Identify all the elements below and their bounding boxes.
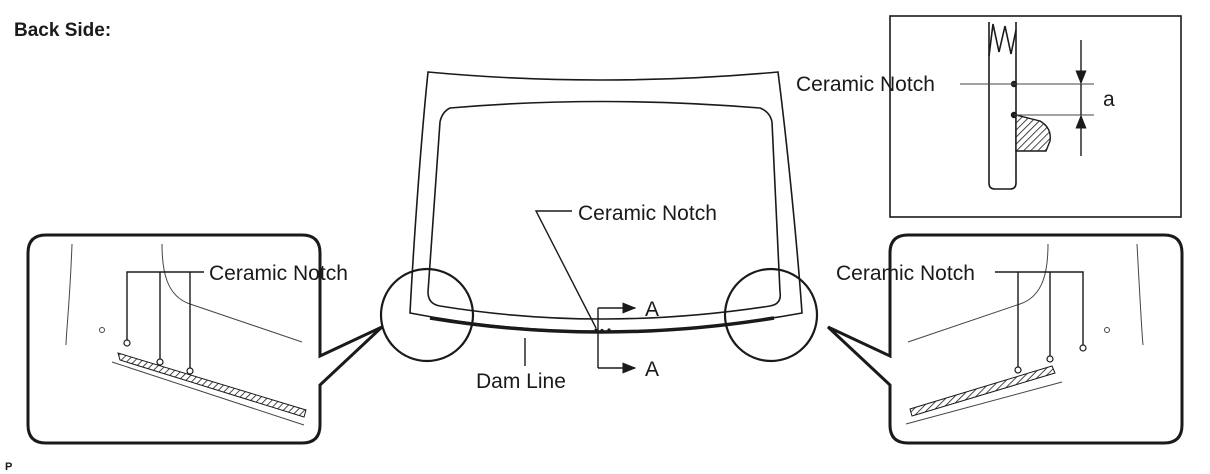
right-detail-inner-edge (907, 243, 1049, 343)
left-detail-callout (26, 233, 384, 445)
section-detail-box (889, 15, 1182, 218)
section-break-mark (988, 23, 1017, 57)
back-side-heading: Back Side: (14, 20, 111, 41)
center-ceramic-notch-dots (594, 328, 611, 333)
left-detail-dam-strip (117, 352, 307, 418)
figure-code: P (5, 461, 12, 473)
right-detail-marker-dot (1104, 327, 1110, 333)
left-detail-glass-edge (65, 243, 73, 346)
dam-line-label: Dam Line (476, 370, 566, 393)
right-detail-bottom-edge (905, 381, 1063, 425)
center-ceramic-notch-label: Ceramic Notch (578, 202, 717, 225)
left-detail-circle (379, 267, 475, 363)
section-label-lower: A (645, 358, 659, 381)
right-ceramic-notch-leaders (995, 271, 1087, 374)
dimension-a-label: a (1103, 88, 1115, 111)
windshield-inner-border (427, 100, 782, 320)
windshield-outer-edge (409, 71, 803, 333)
left-ceramic-notch-label: Ceramic Notch (209, 262, 348, 285)
left-ceramic-notch-leaders (123, 271, 204, 375)
right-ceramic-notch-label: Ceramic Notch (836, 262, 975, 285)
dam-line (429, 316, 775, 334)
right-detail-circle (723, 267, 819, 363)
right-detail-callout (826, 233, 1184, 445)
center-ceramic-notch-leader (534, 210, 597, 329)
right-detail-dam-strip (909, 365, 1056, 417)
right-detail-glass-edge (1136, 243, 1144, 346)
section-dam-profile (1015, 114, 1051, 152)
section-glass-profile (988, 22, 1017, 190)
left-detail-marker-dot (99, 327, 105, 333)
section-label-upper: A (645, 298, 659, 321)
section-ceramic-notch-label: Ceramic Notch (796, 73, 935, 96)
left-detail-bottom-edge (111, 361, 305, 426)
